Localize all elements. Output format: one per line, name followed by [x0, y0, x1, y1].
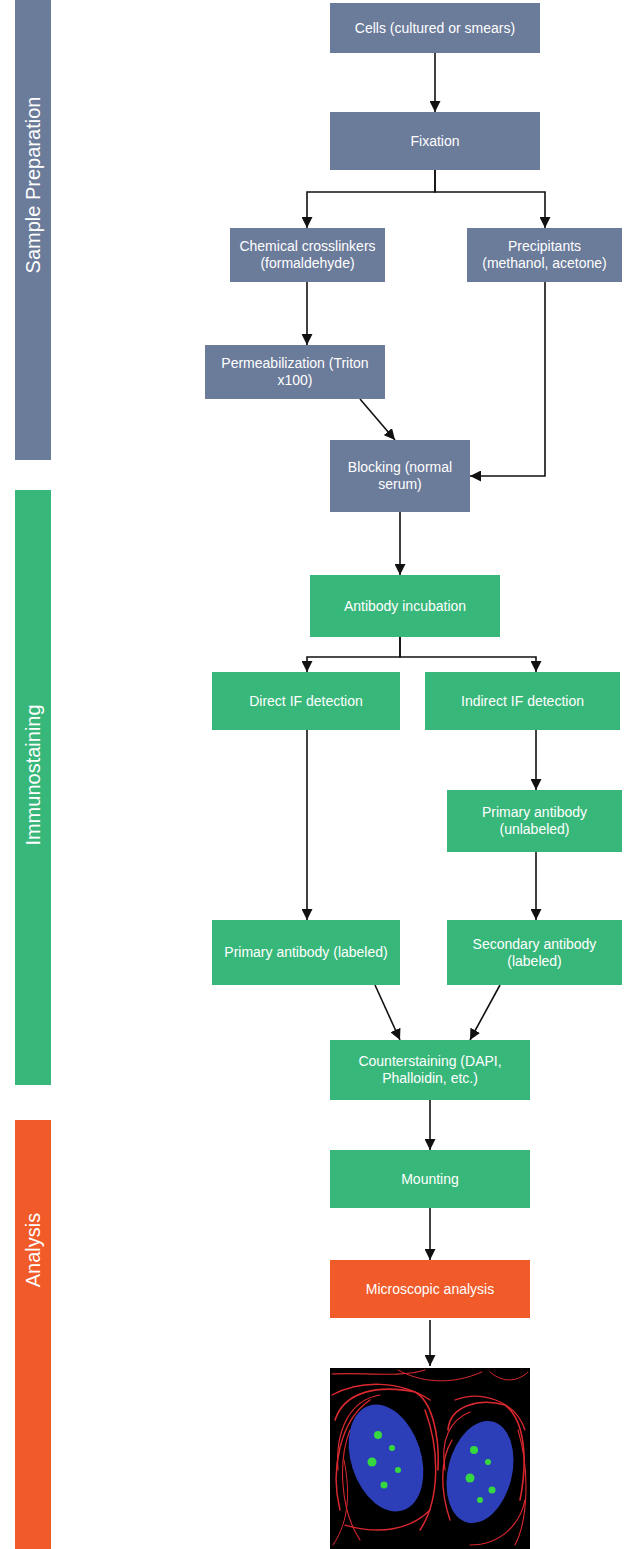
flow-arrow	[535, 852, 537, 920]
flow-arrow	[307, 637, 400, 672]
flow-arrow	[435, 170, 545, 228]
step-label: Precipitants (methanol, acetone)	[473, 238, 616, 272]
flow-arrow	[470, 985, 500, 1040]
process-box: Primary antibody (labeled)	[212, 920, 400, 985]
nuclear-focus	[470, 1446, 478, 1454]
cell-nucleus	[436, 1414, 523, 1530]
nuclear-foci	[368, 1431, 496, 1503]
nuclear-focus	[395, 1467, 401, 1473]
nuclear-focus	[381, 1482, 388, 1489]
flow-arrow	[360, 399, 395, 440]
step-label: Indirect IF detection	[431, 693, 614, 710]
step-label: Chemical crosslinkers (formaldehyde)	[236, 238, 379, 272]
actin-fiber	[345, 1510, 430, 1530]
nuclear-focus	[389, 1445, 395, 1451]
process-box: Fixation	[330, 112, 540, 170]
process-box: Permeabilization (Triton x100)	[205, 345, 385, 399]
section-label: Analysis	[23, 1213, 43, 1287]
flow-arrow	[306, 282, 308, 345]
nuclear-focus	[466, 1474, 475, 1483]
flow-arrow	[429, 1208, 431, 1260]
step-label: Counterstaining (DAPI, Phalloidin, etc.)	[336, 1053, 524, 1087]
flow-arrow	[429, 1100, 431, 1150]
step-label: Microscopic analysis	[336, 1281, 524, 1298]
step-label: Permeabilization (Triton x100)	[211, 355, 379, 389]
nuclear-focus	[489, 1487, 496, 1494]
flow-arrow	[375, 985, 400, 1040]
section-band: Analysis	[15, 1120, 51, 1549]
step-label: Direct IF detection	[218, 693, 394, 710]
micrograph-ground	[330, 1368, 530, 1549]
nuclear-focus	[368, 1458, 377, 1467]
nuclear-focus	[477, 1497, 483, 1503]
process-box: Mounting	[330, 1150, 530, 1208]
flow-arrow	[307, 170, 435, 228]
section-label: Sample Preparation	[23, 97, 43, 274]
process-box: Primary antibody (unlabeled)	[447, 790, 622, 852]
process-box: Cells (cultured or smears)	[330, 3, 540, 53]
nuclear-focus	[485, 1459, 491, 1465]
flow-arrow	[470, 282, 545, 476]
process-box: Precipitants (methanol, acetone)	[467, 228, 622, 282]
actin-fiber	[490, 1372, 528, 1380]
process-box: Blocking (normal serum)	[330, 440, 470, 512]
flow-arrow	[535, 730, 537, 790]
cell-nucleus	[336, 1395, 437, 1521]
section-band: Sample Preparation	[15, 0, 51, 460]
flow-arrow	[429, 1320, 431, 1366]
process-box: Direct IF detection	[212, 672, 400, 730]
actin-fiber	[515, 1430, 526, 1545]
step-label: Mounting	[336, 1171, 524, 1188]
process-box: Antibody incubation	[310, 575, 500, 637]
actin-fiber	[398, 1370, 482, 1381]
section-label: Immunostaining	[23, 704, 43, 845]
process-box: Indirect IF detection	[425, 672, 620, 730]
step-label: Blocking (normal serum)	[336, 459, 464, 493]
process-box: Secondary antibody (labeled)	[447, 920, 622, 985]
process-box: Chemical crosslinkers (formaldehyde)	[230, 228, 385, 282]
step-label: Primary antibody (unlabeled)	[453, 804, 616, 838]
step-label: Cells (cultured or smears)	[336, 20, 534, 37]
process-box: Counterstaining (DAPI, Phalloidin, etc.)	[330, 1040, 530, 1100]
actin-fibers	[332, 1370, 528, 1545]
step-label: Primary antibody (labeled)	[218, 944, 394, 961]
nuclear-focus	[374, 1431, 382, 1439]
flow-arrow	[306, 730, 308, 920]
step-label: Antibody incubation	[316, 598, 494, 615]
flow-arrow	[434, 53, 436, 112]
flow-arrow	[399, 512, 401, 575]
process-box: Microscopic analysis	[330, 1260, 530, 1318]
actin-fiber	[333, 1460, 348, 1545]
step-label: Fixation	[336, 133, 534, 150]
actin-fiber	[332, 1370, 425, 1374]
section-band: Immunostaining	[15, 490, 51, 1085]
flow-arrow	[400, 637, 536, 672]
step-label: Secondary antibody (labeled)	[453, 936, 616, 970]
